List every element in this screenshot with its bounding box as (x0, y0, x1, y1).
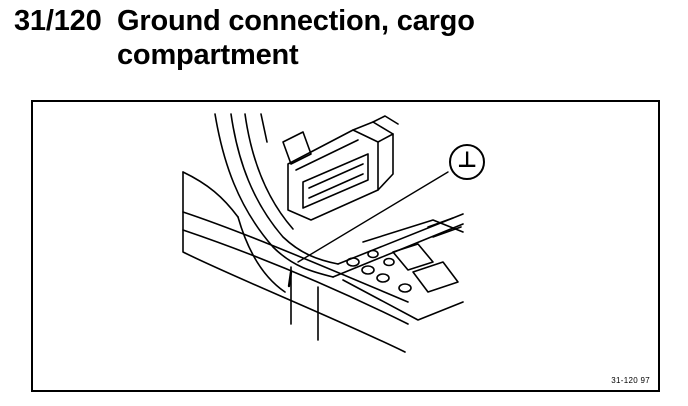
ground-callout-circle (449, 144, 485, 180)
floor-fixture (376, 273, 390, 283)
component-face (302, 153, 369, 209)
component-rib (308, 163, 364, 189)
floor-rib-2 (432, 226, 462, 238)
ground-stud (287, 270, 293, 288)
component-top-edge (295, 139, 359, 171)
floor-fixture (346, 257, 360, 267)
pillar-inner (230, 113, 339, 265)
floor-panel (362, 219, 464, 243)
component-rib-2 (308, 173, 364, 199)
callout-leader (297, 171, 449, 263)
component-housing (287, 129, 379, 221)
bumper-lower-edge (182, 171, 406, 353)
floor-fixture (367, 249, 379, 259)
floor-fixture (398, 283, 412, 293)
bracket-2 (372, 115, 399, 125)
bumper-crease (182, 211, 409, 303)
pillar-edge (260, 113, 268, 143)
component-side (377, 133, 394, 191)
body-panel-line (182, 171, 239, 218)
bracket (282, 131, 312, 165)
cargo-compartment-drawing (182, 113, 485, 353)
floor-rib (427, 217, 454, 228)
section-title: Ground connection, cargo compartment (117, 5, 475, 71)
bumper-crease-2 (182, 229, 409, 325)
section-number: 31/120 (14, 5, 102, 37)
pillar-outer (214, 113, 334, 278)
floor-plate (392, 243, 434, 271)
floor-fixture (383, 257, 395, 267)
floor-front (342, 279, 464, 321)
figure-id: 31-120 97 (611, 376, 650, 385)
bumper-edge (237, 216, 286, 293)
pillar-inner-2 (244, 113, 294, 230)
ground-symbol-icon: ⊥ (456, 148, 478, 173)
floor-fixture (361, 265, 375, 275)
floor-plate-2 (412, 261, 459, 293)
illustration-frame: ⊥ 31-120 97 (31, 100, 660, 392)
